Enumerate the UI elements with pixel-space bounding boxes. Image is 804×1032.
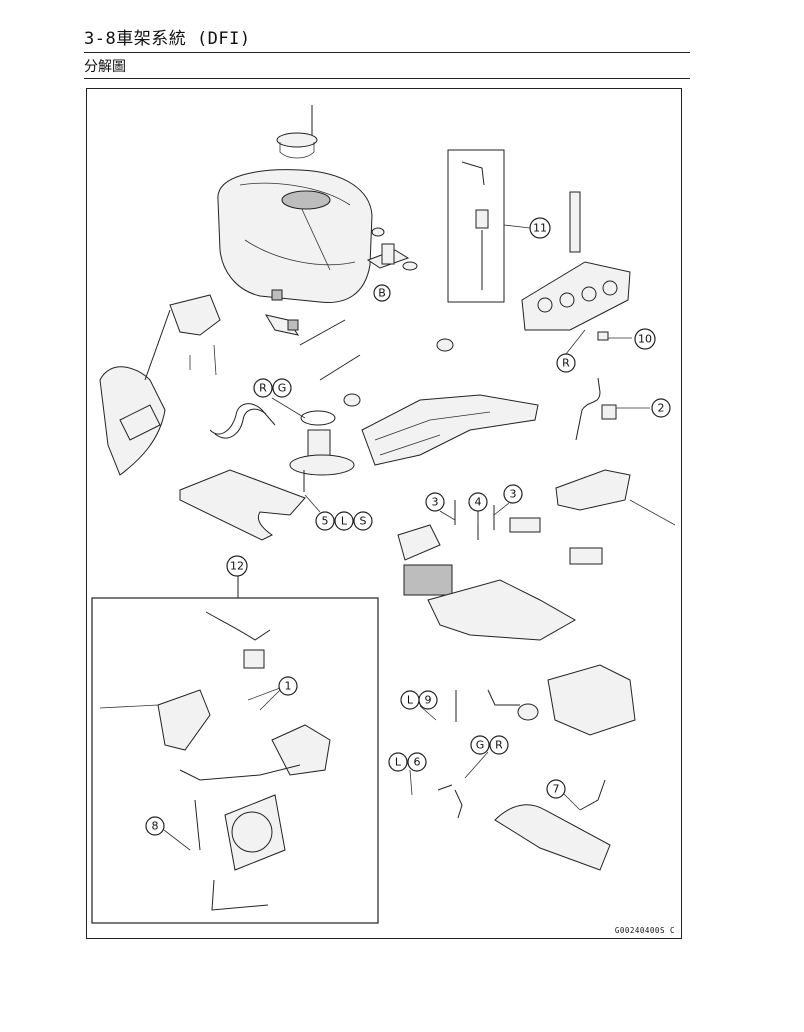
callout-R1: R [253, 378, 273, 398]
callout-9: 9 [418, 690, 438, 710]
svg-text:10: 10 [638, 333, 652, 346]
svg-text:3: 3 [432, 496, 439, 509]
svg-text:4: 4 [475, 496, 482, 509]
callout-L3: L [388, 752, 408, 772]
tank-mount-parts [264, 227, 418, 336]
callout-4: 4 [468, 492, 488, 512]
sensor-assembly-2 [575, 377, 650, 441]
callout-3b: 3 [503, 484, 523, 504]
callout-10: 10 [634, 328, 656, 350]
leader-lines [163, 329, 586, 851]
inset-box-12 [91, 575, 379, 924]
section-title: 分解圖 [84, 59, 126, 75]
svg-text:12: 12 [230, 560, 244, 573]
throttle-body-assembly [521, 191, 632, 341]
title-rule [84, 52, 690, 53]
fuel-tank [217, 105, 373, 304]
svg-text:2: 2 [658, 402, 665, 415]
callout-R2: R [556, 353, 576, 373]
svg-text:11: 11 [533, 222, 547, 235]
svg-text:G: G [278, 382, 287, 395]
callout-7: 7 [546, 779, 566, 799]
page-title: 3-8車架系統 (DFI) [84, 29, 251, 49]
fuel-pump-assembly [209, 403, 355, 492]
section-rule [84, 78, 690, 79]
svg-text:S: S [360, 515, 367, 528]
svg-text:8: 8 [152, 820, 159, 833]
svg-text:B: B [378, 287, 386, 300]
callout-B: B [373, 284, 391, 302]
canister-assembly [455, 664, 636, 736]
callout-5: 5 [315, 511, 335, 531]
svg-text:1: 1 [285, 680, 292, 693]
svg-text:R: R [495, 739, 503, 752]
svg-text:6: 6 [414, 756, 421, 769]
svg-text:G: G [476, 739, 485, 752]
svg-text:7: 7 [553, 783, 560, 796]
svg-text:5: 5 [322, 515, 329, 528]
svg-text:R: R [259, 382, 267, 395]
battery-box-assembly [397, 500, 603, 641]
diagram-frame: G00240400S C [86, 88, 682, 939]
svg-text:L: L [395, 756, 402, 769]
front-bracket-assembly [99, 294, 221, 476]
callout-3a: 3 [425, 492, 445, 512]
callout-8: 8 [145, 816, 165, 836]
callout-G1: G [272, 378, 292, 398]
svg-text:9: 9 [425, 694, 432, 707]
main-frame [299, 319, 539, 466]
callout-1: 1 [278, 676, 298, 696]
exhaust-pipe-assembly [437, 779, 611, 871]
callout-2: 2 [651, 398, 671, 418]
callout-6: 6 [407, 752, 427, 772]
pump-gasket [179, 469, 306, 541]
callout-R3: R [489, 735, 509, 755]
callout-L2: L [400, 690, 420, 710]
callout-11: 11 [529, 217, 551, 239]
callout-12: 12 [226, 555, 248, 577]
svg-text:L: L [407, 694, 414, 707]
callout-G2: G [470, 735, 490, 755]
svg-text:R: R [562, 357, 570, 370]
rear-bracket-bolt-line [629, 499, 676, 526]
inset-box-11 [447, 149, 531, 303]
svg-text:L: L [341, 515, 348, 528]
figure-code: G00240400S C [614, 926, 675, 935]
rear-bracket [555, 469, 631, 511]
callout-S1: S [353, 511, 373, 531]
callout-L1: L [334, 511, 354, 531]
svg-text:3: 3 [510, 488, 517, 501]
